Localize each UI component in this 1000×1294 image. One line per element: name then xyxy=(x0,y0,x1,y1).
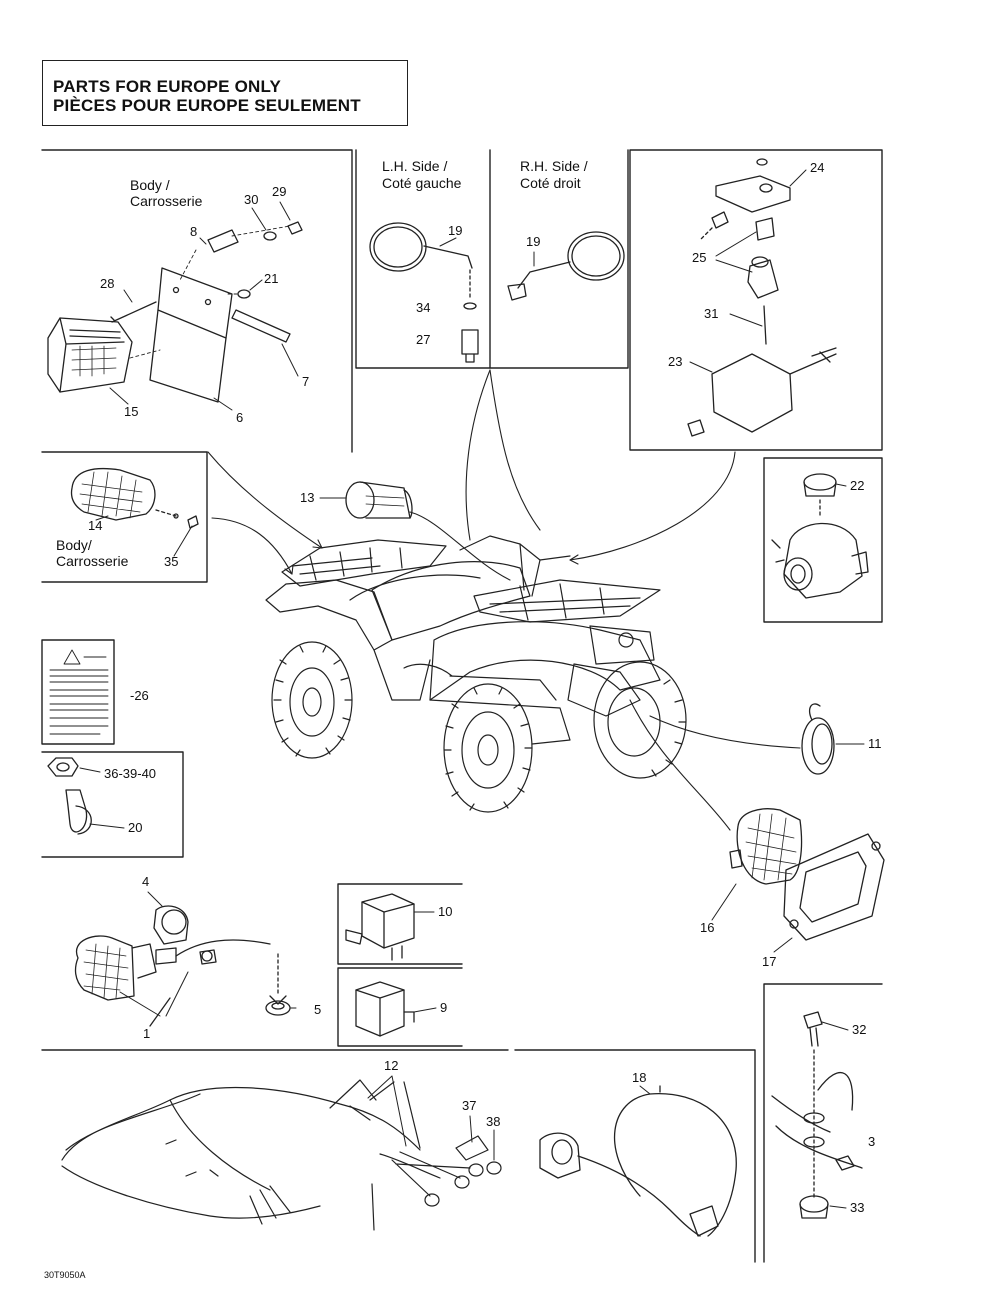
assembly-axes xyxy=(129,225,291,359)
callout-3: 3 xyxy=(868,1134,875,1149)
figure-code: 30T9050A xyxy=(44,1270,86,1280)
relay-10 xyxy=(345,893,415,961)
lh-side-heading-1: L.H. Side / xyxy=(382,158,447,174)
callout-12: 12 xyxy=(384,1058,398,1073)
callout-27: 27 xyxy=(416,332,430,347)
right-mirror xyxy=(507,231,625,301)
callout-11: 11 xyxy=(868,736,882,751)
rh-side-heading-2: Coté droit xyxy=(520,175,581,191)
callout-9: 9 xyxy=(440,1000,447,1015)
washer xyxy=(263,231,277,241)
callout-19-left: 19 xyxy=(448,223,462,238)
horn xyxy=(801,703,835,775)
callout-8: 8 xyxy=(190,224,197,239)
callout-16: 16 xyxy=(700,920,714,935)
sensor-harness xyxy=(539,1085,737,1237)
turn-signal xyxy=(74,905,291,1027)
body-heading-3: Body/ xyxy=(56,537,92,553)
callout-13: 13 xyxy=(300,490,314,505)
washer-2 xyxy=(237,289,251,299)
wiring-harness xyxy=(61,1079,502,1231)
callout-29: 29 xyxy=(272,184,286,199)
leader-lines xyxy=(207,369,801,831)
callout-14: 14 xyxy=(88,518,102,533)
callout-32: 32 xyxy=(852,1022,866,1037)
callout-30: 30 xyxy=(244,192,258,207)
callout-20: 20 xyxy=(128,820,142,835)
callout-22: 22 xyxy=(850,478,864,493)
callout-28: 28 xyxy=(100,276,114,291)
headlight-bezel xyxy=(783,833,885,941)
callout-33: 33 xyxy=(850,1200,864,1215)
carburetor xyxy=(771,473,869,599)
callout-36-39-40: 36-39-40 xyxy=(104,766,156,781)
left-mirror xyxy=(369,222,479,363)
headlight xyxy=(729,808,803,885)
body-heading-4: Carrosserie xyxy=(56,553,129,569)
callout-18: 18 xyxy=(632,1070,646,1085)
callout-7: 7 xyxy=(302,374,309,389)
callout-31: 31 xyxy=(704,306,718,321)
warning-label xyxy=(49,649,109,735)
callout-26: -26 xyxy=(130,688,149,703)
callout-1: 1 xyxy=(143,1026,150,1041)
nut-and-tie xyxy=(47,757,92,835)
indicator-lamp xyxy=(345,481,413,519)
body-heading-2: Carrosserie xyxy=(130,193,203,209)
spacer xyxy=(207,229,239,253)
callout-19-right: 19 xyxy=(526,234,540,249)
reflector xyxy=(70,467,199,529)
ignition-switch-assembly xyxy=(687,158,837,437)
callout-17: 17 xyxy=(762,954,776,969)
callout-23: 23 xyxy=(668,354,682,369)
reflector-strip xyxy=(231,309,291,343)
body-heading-1: Body / xyxy=(130,177,170,193)
section-frames xyxy=(41,149,883,1263)
callout-38: 38 xyxy=(486,1114,500,1129)
atv-illustration xyxy=(265,535,687,813)
grommet-assembly xyxy=(771,1011,863,1219)
title-box: PARTS FOR EUROPE ONLY PIÈCES POUR EUROPE… xyxy=(42,60,408,126)
license-plate-bracket xyxy=(149,267,233,403)
callout-4: 4 xyxy=(142,874,149,889)
callout-leaders xyxy=(79,169,865,1209)
section-headings: L.H. Side / Coté gauche R.H. Side / Coté… xyxy=(56,158,588,569)
screw xyxy=(110,301,157,323)
callout-25: 25 xyxy=(692,250,706,265)
callout-24: 24 xyxy=(810,160,824,175)
callout-15: 15 xyxy=(124,404,138,419)
relay-9 xyxy=(355,981,415,1037)
callout-6: 6 xyxy=(236,410,243,425)
part-callouts: 1 3 4 5 6 7 8 9 10 11 12 13 14 15 16 17 … xyxy=(44,160,882,1280)
callout-34: 34 xyxy=(416,300,430,315)
tail-light xyxy=(47,317,133,393)
callout-5: 5 xyxy=(314,1002,321,1017)
title-line-english: PARTS FOR EUROPE ONLY xyxy=(53,77,282,96)
callout-35: 35 xyxy=(164,554,178,569)
title-line-french: PIÈCES POUR EUROPE SEULEMENT xyxy=(53,96,361,115)
callout-21: 21 xyxy=(264,271,278,286)
rh-side-heading-1: R.H. Side / xyxy=(520,158,588,174)
callout-10: 10 xyxy=(438,904,452,919)
callout-37: 37 xyxy=(462,1098,476,1113)
nut xyxy=(287,221,303,235)
lh-side-heading-2: Coté gauche xyxy=(382,175,462,191)
